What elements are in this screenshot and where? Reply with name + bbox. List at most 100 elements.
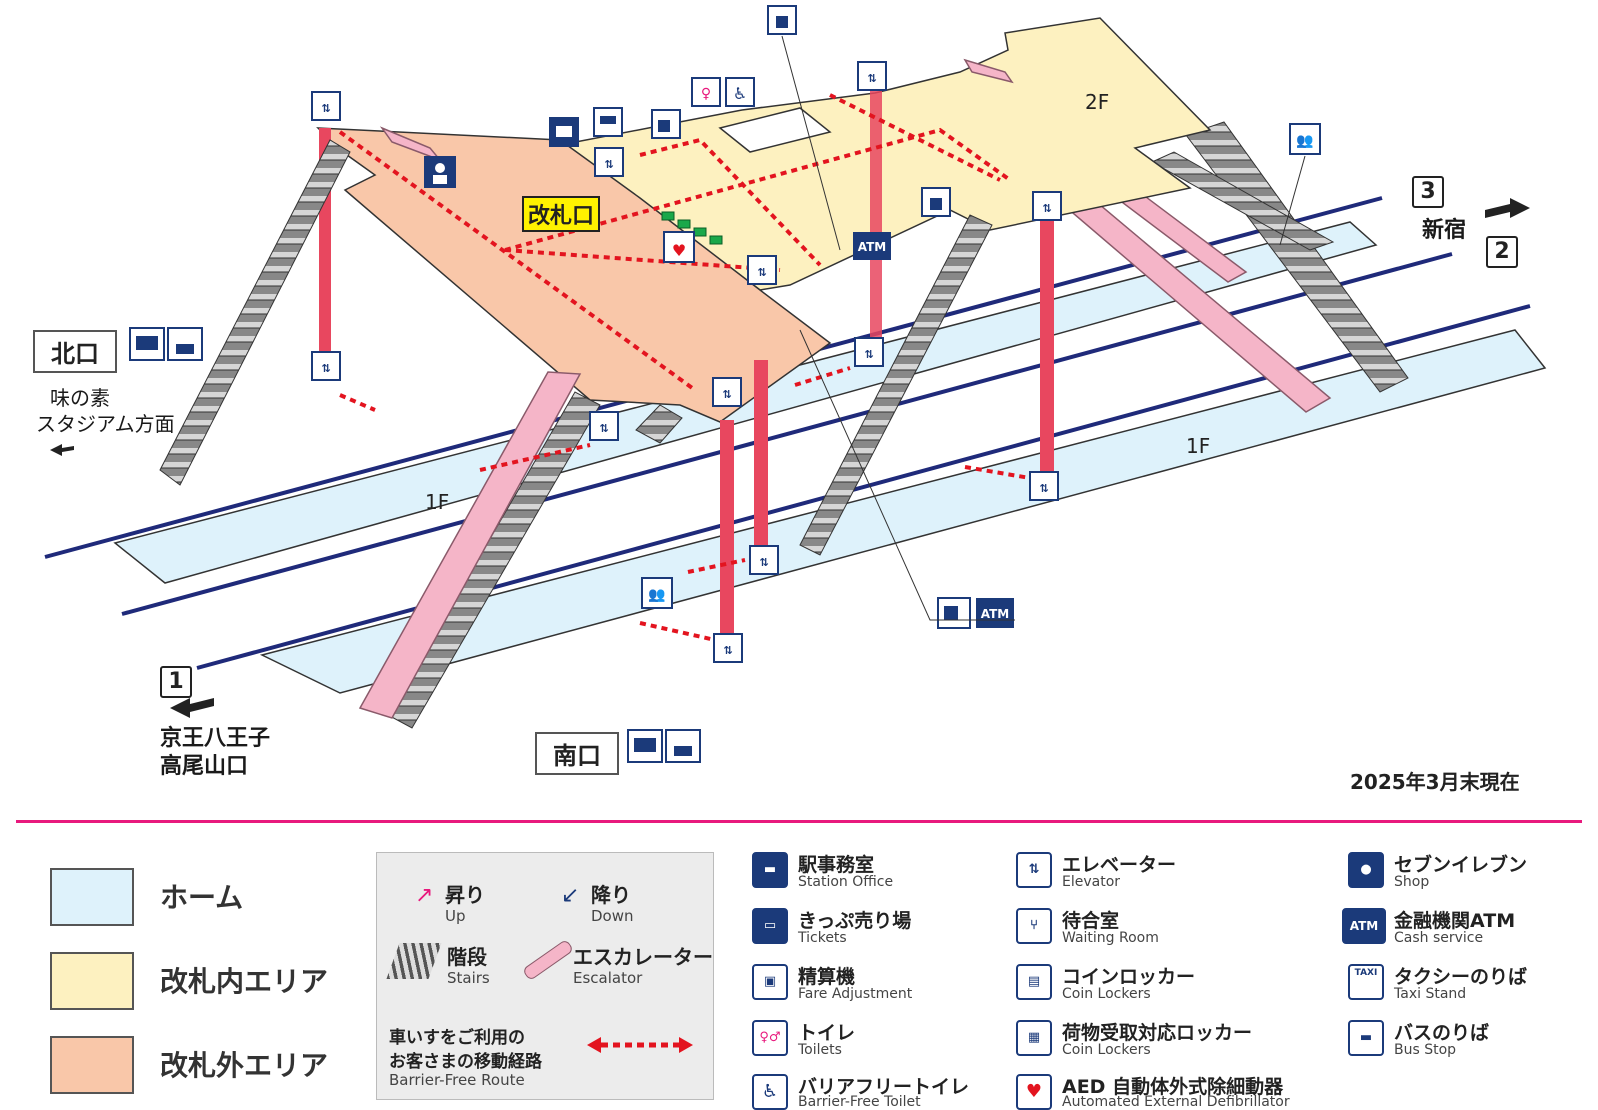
station-map: ⇅ ⇅ ⇅ ⇅ ⇅ ⇅ ⇅ ⇅ ⇅ ⇅ ⇅ ⇅ ♀ ♿ ♥ ATM 👥 👥 AT…	[44, 5, 1547, 763]
svg-text:⇅: ⇅	[867, 72, 876, 85]
waiting-room-icon: 👥	[641, 577, 673, 609]
platform-number-3: 3	[1412, 176, 1444, 208]
elevator-icon: ⇅	[1016, 852, 1052, 888]
north-exit-label: 北口	[33, 330, 117, 373]
svg-text:⇅: ⇅	[599, 422, 608, 435]
elevator-icon: ⇅	[854, 337, 884, 367]
elevator-icon: ⇅	[749, 545, 779, 575]
legend-station-office-en: Station Office	[798, 874, 894, 890]
aed-icon: ♥	[663, 231, 695, 263]
coin-lockers-icon: ▤	[1016, 964, 1052, 1000]
stairs	[635, 404, 683, 444]
legend-toilets-en: Toilets	[798, 1042, 842, 1058]
legend-station-office: 駅事務室	[798, 854, 875, 876]
atm-icon: ATM	[853, 232, 891, 260]
elevator-icon: ⇅	[589, 411, 619, 441]
legend-aed: AED 自動体外式除細動器	[1062, 1076, 1284, 1098]
north-direction-line2: スタジアム方面	[36, 412, 175, 436]
up-label-en: Up	[445, 907, 466, 925]
route-label-1: 車いすをご利用の	[389, 1028, 525, 1048]
legend-elevator-en: Elevator	[1062, 874, 1121, 890]
waiting-room-icon: ⑂	[1016, 908, 1052, 944]
svg-text:♿: ♿	[733, 84, 747, 103]
elevator-shaft	[754, 360, 768, 560]
svg-text:⇅: ⇅	[1042, 202, 1051, 215]
station-office-icon	[593, 107, 623, 137]
elevator-icon: ⇅	[311, 351, 341, 381]
as-of-date: 2025年3月末現在	[1350, 770, 1520, 794]
platform-legend-label: ホーム	[160, 881, 244, 914]
floor-1f-label: 1F	[425, 490, 450, 514]
legend-waiting-room-en: Waiting Room	[1062, 930, 1159, 946]
route-legend: ↗ 昇り Up ↙ 降り Down 階段 Stairs エスカレーター Esca…	[376, 852, 714, 1100]
concourse-opening	[718, 107, 832, 153]
legend-seven-eleven: セブンイレブン	[1394, 854, 1528, 876]
escalator-label: エスカレーター	[573, 945, 713, 969]
concourse-2f-outside	[316, 127, 832, 423]
inside-gate-legend-label: 改札内エリア	[160, 965, 329, 998]
taxi-icon	[665, 729, 701, 763]
bus-icon: ▬	[1348, 1020, 1384, 1056]
legend-divider	[16, 820, 1582, 823]
north-direction-line1: 味の素	[50, 386, 110, 410]
legend-coin-lockers: コインロッカー	[1062, 966, 1196, 988]
elevator-icon: ⇅	[1029, 471, 1059, 501]
elevator-shaft	[1040, 220, 1054, 480]
arrow-left-icon	[50, 444, 74, 456]
elevator-shaft	[870, 90, 882, 350]
legend-tickets-en: Tickets	[798, 930, 847, 946]
legend-taxi-en: Taxi Stand	[1394, 986, 1467, 1002]
stairs-label-en: Stairs	[447, 969, 490, 987]
legend-barrier-free-toilet: バリアフリートイレ	[798, 1076, 970, 1098]
svg-text:👥: 👥	[648, 587, 665, 603]
down-label-en: Down	[591, 907, 634, 925]
svg-text:ATM: ATM	[858, 240, 886, 254]
route-label-en: Barrier-Free Route	[389, 1071, 525, 1089]
svg-text:⇅: ⇅	[1039, 482, 1048, 495]
legend-fare-adjustment-en: Fare Adjustment	[798, 986, 913, 1002]
barrier-free-toilet-icon: ♿	[725, 77, 755, 107]
elevator-shaft	[720, 420, 734, 650]
legend-atm: 金融機関ATM	[1394, 910, 1516, 932]
stairs-label: 階段	[447, 945, 487, 969]
svg-text:⇅: ⇅	[759, 556, 768, 569]
tickets-icon: ▭	[752, 908, 788, 944]
atm-icon: ATM	[976, 598, 1014, 628]
legend-tickets: きっぷ売り場	[798, 910, 912, 932]
elevator-icon: ⇅	[712, 377, 742, 407]
floor-1f-label: 1F	[1186, 434, 1211, 458]
waiting-room-icon: 👥	[1289, 123, 1321, 155]
package-locker-icon: ▦	[1016, 1020, 1052, 1056]
escalator-label-en: Escalator	[573, 969, 643, 987]
fare-adjustment-icon	[651, 109, 681, 139]
escalator	[358, 371, 582, 719]
taxi-icon	[167, 327, 203, 361]
coin-lockers-icon	[767, 5, 797, 35]
bus-icon	[129, 327, 165, 361]
legend-fare-adjustment: 精算機	[798, 966, 856, 988]
elevator-icon: ⇅	[747, 255, 777, 285]
arrow-right-icon	[1485, 198, 1530, 218]
legend-waiting-room: 待合室	[1062, 910, 1120, 932]
legend-seven-eleven-en: Shop	[1394, 874, 1430, 890]
stairs	[159, 139, 351, 486]
outside-gate-swatch	[50, 1036, 134, 1094]
legend-bus-en: Bus Stop	[1394, 1042, 1457, 1058]
legend-coin-lockers-en: Coin Lockers	[1062, 986, 1151, 1002]
floor-2f-label: 2F	[1085, 90, 1110, 114]
direction-platform1-line1: 京王八王子	[160, 726, 271, 751]
taxi-icon: TAXI	[1348, 964, 1384, 1000]
legend-barrier-free-toilet-en: Barrier-Free Toilet	[798, 1094, 921, 1110]
svg-text:⇅: ⇅	[723, 644, 732, 657]
outside-gate-legend-label: 改札外エリア	[160, 1049, 329, 1082]
svg-text:⇅: ⇅	[604, 158, 613, 171]
leader-line	[781, 35, 841, 251]
svg-text:⇅: ⇅	[321, 102, 330, 115]
station-office-icon: ▬	[752, 852, 788, 888]
svg-text:⇅: ⇅	[321, 362, 330, 375]
svg-text:⇅: ⇅	[757, 266, 766, 279]
stairs	[799, 214, 993, 556]
fare-adjustment-icon: ▣	[752, 964, 788, 1000]
svg-text:👥: 👥	[1296, 133, 1313, 149]
escalator	[963, 58, 1014, 84]
